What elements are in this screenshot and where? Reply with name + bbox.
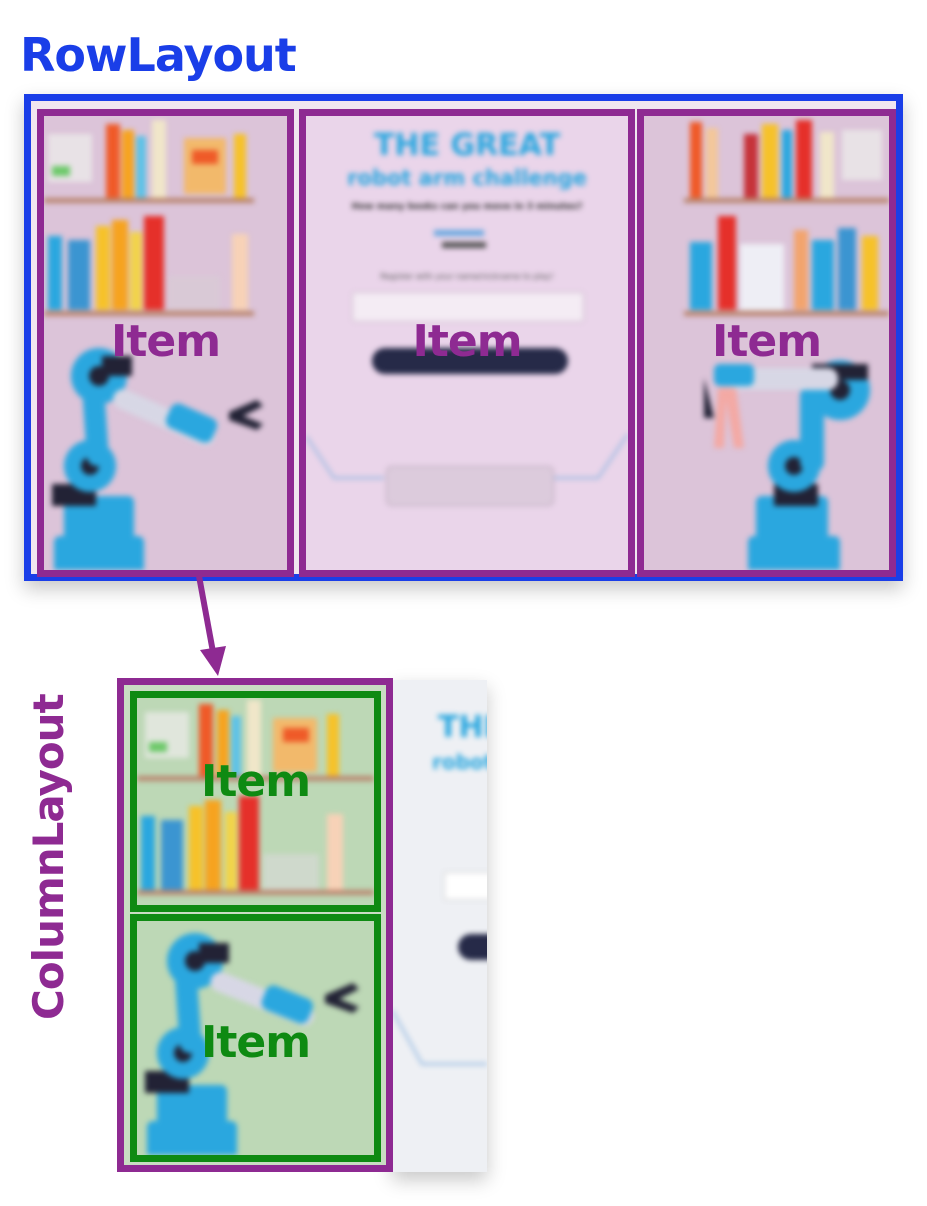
bottom-button[interactable] [386,466,554,506]
highscore-line-2 [442,242,486,248]
arrow-head-icon [200,646,226,676]
highscore-line-1 [434,230,484,236]
column-layout-title: ColumnLayout [24,694,73,1020]
bookshelf-robot-illustration [684,120,889,570]
preview-subheadline: robot arm challenge [432,750,487,774]
challenge-screen: THE GREAT robot arm challenge How many b… [306,116,628,570]
challenge-headline: THE GREAT [373,128,561,163]
connector-lines [306,433,628,479]
column-item-label: Item [200,756,311,807]
column-layout-container: Item Item [117,678,393,1172]
preview-input[interactable] [444,872,487,900]
robot-arm-illustration [145,933,359,1155]
row-item-middle: THE GREAT robot arm challenge How many b… [299,109,635,577]
row-item-label: Item [711,316,822,367]
name-input[interactable] [352,292,584,322]
preview-headline: THE GREAT [438,710,487,745]
challenge-subheadline: robot arm challenge [347,166,587,190]
row-layout-container: Item THE GREAT robot arm challenge How m… [24,94,903,581]
preview-button[interactable] [458,934,487,960]
register-prompt: Register with your name/nickname to play… [380,272,554,281]
preview-connector-line [392,1009,487,1065]
row-item-right: Item [637,109,896,577]
row-item-label: Item [412,316,522,367]
play-button[interactable] [372,348,568,374]
column-screen-preview: THE GREAT robot arm challenge [392,680,487,1172]
column-item-top: Item [130,691,381,912]
row-item-label: Item [110,316,221,367]
challenge-question: How many books can you move in 3 minutes… [351,202,583,212]
row-item-left: Item [37,109,294,577]
row-layout-title: RowLayout [20,28,297,82]
bookshelf-robot-illustration [44,120,263,570]
column-item-bottom: Item [130,914,381,1162]
column-item-label: Item [200,1017,311,1068]
bookshelf-illustration [137,700,374,895]
